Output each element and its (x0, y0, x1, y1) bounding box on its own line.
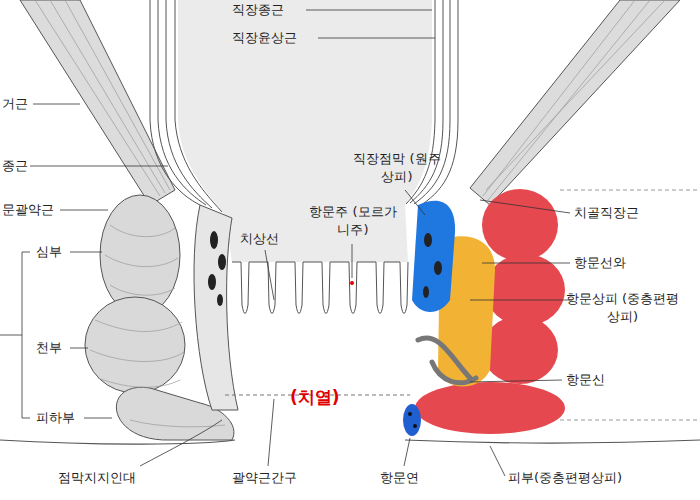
muscle-label: 직장윤상근 (232, 29, 297, 47)
vein-dot (208, 274, 216, 290)
part-label: 천부 (36, 339, 62, 357)
leader-line (268, 399, 274, 466)
leader-lines (0, 10, 572, 476)
muscle-striation (35, 0, 665, 200)
crypt-label: 항문선와 (574, 254, 626, 272)
muscle-label: 직장종근 (232, 1, 284, 19)
fissure-dot (350, 281, 354, 285)
line-label: 치상선 (240, 230, 279, 248)
leader-line (490, 446, 505, 476)
pubococcygeus-muscle (482, 189, 558, 261)
leader-line (480, 200, 570, 213)
leader-line (470, 380, 562, 382)
muscle-label: 종근 (2, 157, 28, 175)
rectal-wall (150, 0, 222, 212)
part-label: 심부 (36, 243, 62, 261)
vein-dot (423, 286, 429, 298)
bracket (0, 252, 30, 418)
reference-line (560, 190, 700, 420)
muscle-label: 거근 (2, 95, 28, 113)
leader-line (140, 420, 222, 466)
mucosa-label: 직장점막 (원주상피) (352, 150, 442, 185)
leader-line (318, 38, 435, 39)
leader-line (33, 104, 80, 105)
epithelium-label: 항문상피 (중층편평상피) (560, 290, 685, 325)
skin-label: 피부(중층편평상피) (508, 469, 622, 487)
muscle-label: 항문신 (566, 371, 605, 389)
vein-dot (413, 424, 417, 428)
leader-line (84, 418, 112, 419)
leader-line (306, 10, 432, 11)
fissure-mark (308, 335, 335, 372)
column-label: 항문주 (모르가니주) (308, 203, 398, 238)
external-sphincter (415, 382, 565, 434)
anal-gland-duct (418, 338, 476, 383)
rectal-wall (406, 0, 458, 207)
external-plexus (403, 404, 421, 436)
vein-dot (408, 412, 412, 416)
levator-muscle (20, 0, 175, 205)
fissure-label: (치열) (290, 386, 340, 409)
muscle-label: 치골직장근 (574, 204, 639, 222)
vein-dot (434, 261, 442, 275)
leader-line (60, 210, 108, 211)
part-label: 피하부 (36, 409, 75, 427)
margin-label: 항문연 (380, 469, 419, 487)
leader-line (265, 250, 274, 300)
vein-dot (210, 231, 218, 249)
external-sphincter (485, 254, 565, 326)
leader-line (70, 252, 102, 253)
rectal-mucosa (412, 201, 455, 312)
groove-label: 괄약근간구 (232, 469, 297, 487)
internal-sphincter (194, 205, 238, 410)
levator-muscle (470, 0, 680, 205)
leader-line (482, 263, 570, 264)
dentate-line (232, 262, 408, 314)
vein-dot (217, 294, 223, 306)
leader-line (405, 190, 425, 215)
vein-dot (424, 233, 432, 247)
leader-line (404, 438, 410, 466)
leader-line (30, 166, 168, 167)
leader-line (470, 300, 572, 301)
skin-line (0, 440, 700, 444)
leader-line (70, 348, 88, 349)
ligament-label: 점막지지인대 (58, 469, 136, 487)
vein-dot (218, 254, 226, 270)
muscle-label: 문괄약근 (2, 201, 54, 219)
external-sphincter (482, 316, 558, 384)
leader-line (352, 244, 353, 278)
